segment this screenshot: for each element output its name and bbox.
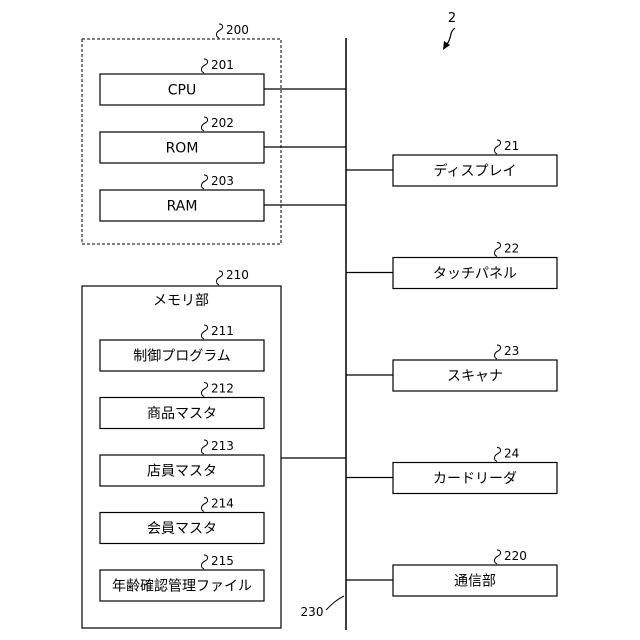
device-ref-squiggle: [494, 345, 500, 359]
memory-item: 店員マスタ 213: [100, 439, 264, 486]
device-ref: 21: [504, 139, 519, 153]
memory-item-ref: 212: [211, 382, 234, 396]
bus-ref-leader: [326, 596, 344, 610]
device-label: スキャナ: [447, 369, 503, 385]
memory-ref-squiggle: [216, 271, 222, 285]
controller-part-ref-squiggle: [201, 117, 207, 131]
memory-item-label: 制御プログラム: [133, 349, 231, 365]
memory-item-label: 商品マスタ: [147, 406, 217, 422]
device-label: ディスプレイ: [433, 163, 516, 180]
memory-item-label: 年齢確認管理ファイル: [112, 579, 252, 595]
device-ref: 220: [504, 549, 527, 563]
controller-part-label: RAM: [167, 199, 198, 215]
memory-ref: 210: [226, 268, 249, 282]
controller-part-label: ROM: [166, 141, 199, 157]
memory-item: 年齢確認管理ファイル 215: [100, 554, 264, 601]
device-label: タッチパネル: [433, 266, 517, 282]
controller-part-label: CPU: [168, 83, 196, 99]
memory-item: 商品マスタ 212: [100, 382, 264, 429]
memory-item-ref: 214: [211, 497, 234, 511]
device-ref-squiggle: [494, 550, 500, 564]
device: カードリーダ 24: [346, 447, 557, 494]
devices: ディスプレイ 21 タッチパネル 22 スキャナ23 カードリーダ 24 通信部 220: [346, 139, 557, 596]
memory-item-ref-squiggle: [201, 440, 207, 454]
memory-item-ref-squiggle: [201, 498, 207, 512]
controller-part-ref-squiggle: [201, 175, 207, 189]
device: タッチパネル 22: [346, 242, 557, 289]
memory-item-ref: 211: [211, 324, 234, 338]
memory-item-label: 店員マスタ: [147, 464, 217, 480]
controller-part: ROM 202: [100, 116, 346, 163]
device: 通信部 220: [346, 549, 557, 596]
figure-ref-arrow: [447, 28, 455, 44]
bus-ref: 230: [301, 605, 324, 619]
device-ref: 22: [504, 242, 519, 256]
device-label: 通信部: [454, 574, 496, 590]
controller-part-ref: 203: [211, 174, 234, 188]
controller-ref-squiggle: [216, 24, 222, 38]
memory-item-ref: 215: [211, 554, 234, 568]
memory-item-ref-squiggle: [201, 325, 207, 339]
device-ref-squiggle: [494, 448, 500, 462]
memory-items: 制御プログラム 211 商品マスタ 212 店員マスタ 213 会員マスタ 214 年齢確認管理…: [100, 324, 264, 601]
controller-part: CPU 201: [100, 58, 346, 105]
controller-part-ref-squiggle: [201, 59, 207, 73]
memory-item-label: 会員マスタ: [147, 521, 217, 537]
controller-part-ref: 202: [211, 116, 234, 130]
device-ref: 23: [504, 344, 519, 358]
controller-part: RAM 203: [100, 174, 346, 221]
memory-title: メモリ部: [153, 293, 209, 309]
device-ref-squiggle: [494, 140, 500, 154]
memory-item: 制御プログラム 211: [100, 324, 264, 371]
memory-item-ref-squiggle: [201, 555, 207, 569]
device-label: カードリーダ: [433, 471, 517, 487]
memory-item-ref-squiggle: [201, 383, 207, 397]
device: スキャナ23: [346, 344, 557, 391]
controller-part-ref: 201: [211, 58, 234, 72]
memory-item-ref: 213: [211, 439, 234, 453]
memory-item: 会員マスタ 214: [100, 497, 264, 544]
figure-ref-arrowhead: [443, 41, 450, 50]
device: ディスプレイ 21: [346, 139, 557, 186]
controller-parts: CPU 201ROM 202RAM 203: [100, 58, 346, 221]
figure-ref: 2: [448, 11, 456, 26]
device-ref-squiggle: [494, 243, 500, 257]
device-ref: 24: [504, 447, 519, 461]
controller-ref: 200: [226, 23, 249, 37]
